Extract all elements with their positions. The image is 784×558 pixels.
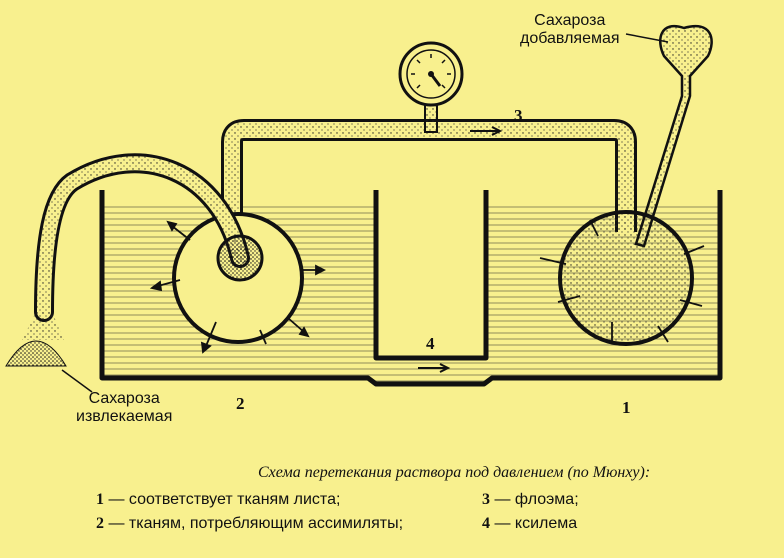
part-label-2: 2 xyxy=(236,394,245,413)
tank-wall xyxy=(99,190,723,387)
sucrose-removed-label: Сахароза извлекаемая xyxy=(76,390,173,425)
legend-item-2: 2 — тканям, потребляющим ассимиляты; xyxy=(96,515,404,532)
caption-title: Схема перетекания раствора под давлением… xyxy=(258,464,651,481)
part-label-3: 3 xyxy=(514,106,523,125)
xylem-flow-arrow xyxy=(418,363,451,373)
sucrose-funnel xyxy=(634,25,713,248)
pressure-gauge-icon xyxy=(398,41,464,107)
legend-item-3: 3 — флоэма; xyxy=(482,491,579,508)
source-membrane xyxy=(558,210,694,346)
legend-item-4: 4 — ксилема xyxy=(482,515,578,532)
legend-item-1: 1 — соответствует тканям листа; xyxy=(96,491,341,508)
phloem-flow-arrow xyxy=(470,126,503,136)
xylem-chamber xyxy=(373,190,489,361)
sucrose-pile xyxy=(5,340,67,367)
part-label-1: 1 xyxy=(622,398,631,417)
sucrose-stream xyxy=(22,312,64,340)
part-label-4: 4 xyxy=(426,334,435,353)
sucrose-added-label: Сахароза добавляемая xyxy=(520,12,620,47)
